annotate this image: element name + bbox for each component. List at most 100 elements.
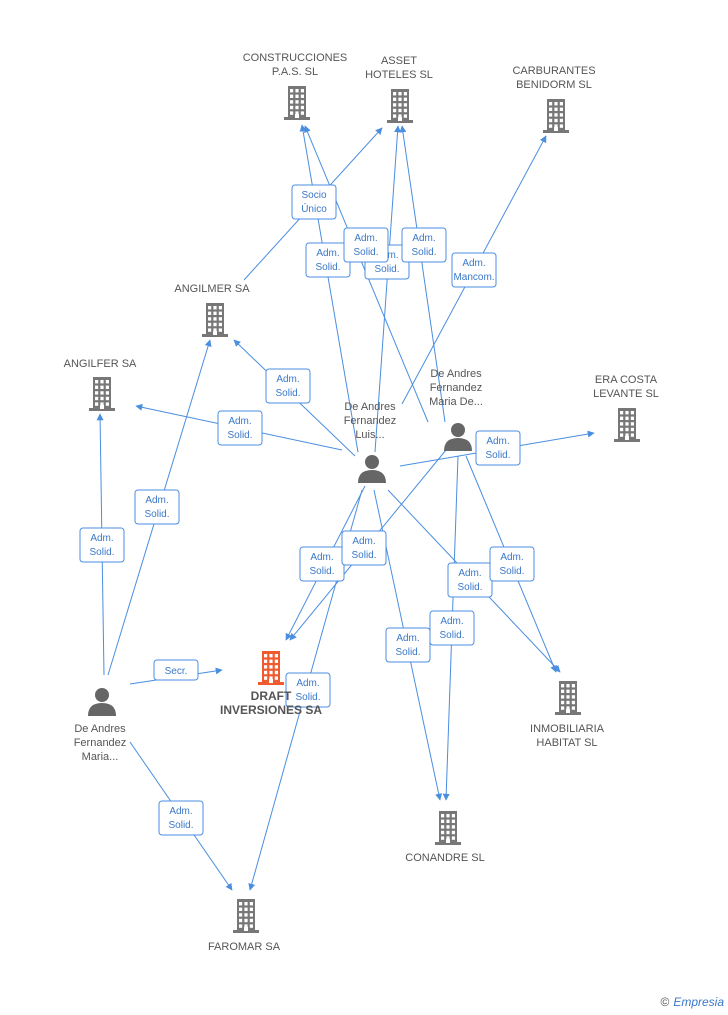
node-label: BENIDORM SL (516, 79, 592, 91)
edge-label-text: Adm. (486, 436, 509, 447)
building-icon (284, 86, 310, 120)
edge-label-text: Adm. (228, 416, 251, 427)
edge-label-text: Único (301, 202, 327, 215)
edge-label-text: Solid. (499, 566, 524, 577)
node-label: Luis... (355, 429, 384, 441)
node-conandre[interactable]: CONANDRE SL (405, 811, 485, 864)
edge-label-text: Adm. (440, 616, 463, 627)
edge-luis-construcciones (299, 124, 359, 453)
node-label: Fernandez (344, 415, 397, 427)
building-icon (435, 811, 461, 845)
edge-label-text: Solid. (351, 550, 376, 561)
building-icon (555, 681, 581, 715)
edge-label-text: Adm. (296, 678, 319, 689)
edge-label-luis-angilmer[interactable]: Adm.Solid. (265, 368, 311, 404)
node-label: ANGILFER SA (64, 358, 137, 370)
edge-label-text: Adm. (462, 258, 485, 269)
edge-label-text: Adm. (458, 568, 481, 579)
edge-label-maria-angilmer[interactable]: Adm.Solid. (134, 489, 180, 525)
edge-label-text: Solid. (315, 262, 340, 273)
node-label: Fernandez (74, 737, 127, 749)
edge-label-text: Adm. (316, 248, 339, 259)
node-label: De Andres (74, 723, 126, 735)
edge-label-luis-angilfer[interactable]: Adm.Solid. (217, 410, 263, 446)
node-label: INVERSIONES SA (220, 703, 322, 717)
edge-label-mariade-draft[interactable]: Adm. Solid. (341, 530, 387, 566)
edge-label-luis-draft[interactable]: Adm. Solid. (299, 546, 345, 582)
node-label: CONSTRUCCIONES (243, 52, 348, 64)
edge-label-text: Adm. (90, 533, 113, 544)
edge-label-text: Solid. (309, 566, 334, 577)
person-icon (358, 455, 386, 483)
edge-label-maria-draft[interactable]: Secr. (153, 659, 199, 681)
edge-label-luis-inmobiliaria[interactable]: Adm. Solid. (447, 562, 493, 598)
node-label: CARBURANTES (512, 65, 595, 77)
node-carburantes[interactable]: CARBURANTES BENIDORM SL (512, 65, 596, 133)
building-icon (89, 377, 115, 411)
node-label: ANGILMER SA (174, 283, 250, 295)
edge-label-text: Adm. (310, 552, 333, 563)
node-label: HOTELES SL (365, 69, 433, 81)
edge-label-text: Solid. (411, 247, 436, 258)
brand-logo[interactable]: ©Empresia (660, 995, 724, 1009)
node-maria[interactable]: De AndresFernandezMaria... (74, 688, 127, 763)
edge-label-text: Solid. (457, 582, 482, 593)
edge-label-text: Adm. (169, 806, 192, 817)
node-label: ASSET (381, 55, 417, 67)
node-label: LEVANTE SL (593, 388, 659, 400)
node-faromar[interactable]: FAROMAR SA (208, 899, 281, 953)
edge-label-text: Socio (301, 190, 326, 201)
edge-luis-asset (374, 125, 402, 453)
edge-label-text: Secr. (165, 666, 188, 677)
person-icon (88, 688, 116, 716)
building-icon (233, 899, 259, 933)
edge-label-luis-conandre[interactable]: Adm.Solid. (385, 627, 431, 663)
node-label: INMOBILIARIA (530, 723, 605, 735)
edge-label-maria-faromar[interactable]: Adm. Solid. (158, 800, 204, 836)
node-angilfer[interactable]: ANGILFER SA (64, 358, 137, 411)
edge-mariade-asset (399, 125, 446, 423)
node-label: DRAFT (251, 689, 292, 703)
edge-label-mariade-carburantes[interactable]: Adm. Mancom. (451, 252, 497, 288)
edge-label-text: Solid. (395, 647, 420, 658)
edge-label-luis-construcciones[interactable]: Adm. Solid. (305, 242, 351, 278)
node-luis[interactable]: De AndresFernandezLuis... (344, 401, 397, 483)
edge-label-text: Adm. (352, 536, 375, 547)
edge-labels-layer: Adm. Solid. Adm. Solid. Adm. Solid. Adm. Solid.… (79, 184, 535, 836)
node-label: FAROMAR SA (208, 941, 281, 953)
edge-label-mariade-inmobiliaria[interactable]: Adm. Solid. (489, 546, 535, 582)
building-icon (614, 408, 640, 442)
edge-label-text: Solid. (485, 450, 510, 461)
edge-label-luis-eracosta[interactable]: Adm. Solid. (475, 430, 521, 466)
building-icon (543, 99, 569, 133)
edge-label-text: Mancom. (453, 272, 494, 283)
edge-label-mariade-asset[interactable]: Adm. Solid. (401, 227, 447, 263)
node-eracosta[interactable]: ERA COSTA LEVANTE SL (593, 374, 659, 442)
edge-label-text: Adm. (354, 233, 377, 244)
edge-label-luis-faromar[interactable]: Adm. Solid. (285, 672, 331, 708)
brand-name: Empresia (673, 995, 724, 1009)
node-label: De Andres (430, 368, 482, 380)
edge-label-maria-angilfer[interactable]: Adm. Solid. (79, 527, 125, 563)
edge-label-mariade-conandre[interactable]: Adm.Solid. (429, 610, 475, 646)
edge-label-text: Solid. (89, 547, 114, 558)
edge-label-mariade-construcciones[interactable]: Adm.Solid. (343, 227, 389, 263)
node-label: Maria De... (429, 396, 483, 408)
edge-label-text: Adm. (276, 374, 299, 385)
edge-label-text: Adm. (412, 233, 435, 244)
person-icon (444, 423, 472, 451)
node-angilmer[interactable]: ANGILMER SA (174, 283, 250, 337)
node-asset[interactable]: ASSET HOTELES SL (365, 55, 433, 123)
edge-label-text: Solid. (295, 692, 320, 703)
building-icon (387, 89, 413, 123)
node-label: ERA COSTA (595, 374, 658, 386)
edge-label-text: Solid. (168, 820, 193, 831)
edge-label-text: Adm. (500, 552, 523, 563)
